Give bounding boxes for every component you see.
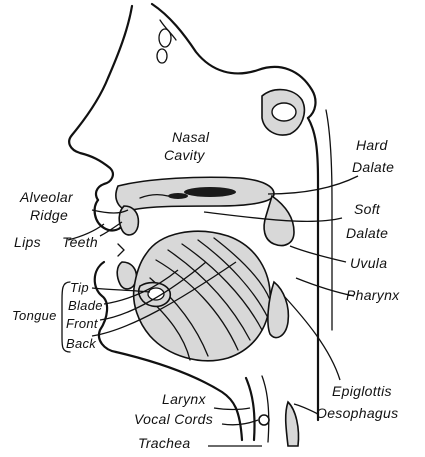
label-lips: Lips <box>14 234 41 250</box>
label-alveolar-ridge-2: Ridge <box>30 207 68 223</box>
label-back: Back <box>66 336 97 351</box>
label-vocal-cords: Vocal Cords <box>134 411 213 427</box>
label-alveolar-ridge-1: Alveolar <box>19 189 74 205</box>
label-hard-palate-1: Hard <box>356 137 388 153</box>
label-pharynx: Pharynx <box>346 287 400 303</box>
label-nasal-cavity-1: Nasal <box>172 129 210 145</box>
label-uvula: Uvula <box>350 255 387 271</box>
hard-palate <box>116 177 274 210</box>
label-larynx: Larynx <box>162 391 207 407</box>
nasal-cavity-region <box>152 4 332 420</box>
label-tongue: Tongue <box>12 308 57 323</box>
label-trachea: Trachea <box>138 435 190 451</box>
label-tip: Tip <box>70 280 89 295</box>
label-epiglottis: Epiglottis <box>332 383 392 399</box>
head-outline <box>69 6 242 440</box>
label-nasal-cavity-2: Cavity <box>164 147 205 163</box>
label-soft-palate-2: Dalate <box>346 225 388 241</box>
label-teeth: Teeth <box>62 234 98 250</box>
label-hard-palate-2: Dalate <box>352 159 394 175</box>
label-blade: Blade <box>68 298 103 313</box>
tongue <box>134 231 271 360</box>
label-soft-palate-1: Soft <box>354 201 381 217</box>
teeth <box>117 206 138 289</box>
label-front: Front <box>66 316 99 331</box>
label-oesophagus: Oesophagus <box>316 405 398 421</box>
